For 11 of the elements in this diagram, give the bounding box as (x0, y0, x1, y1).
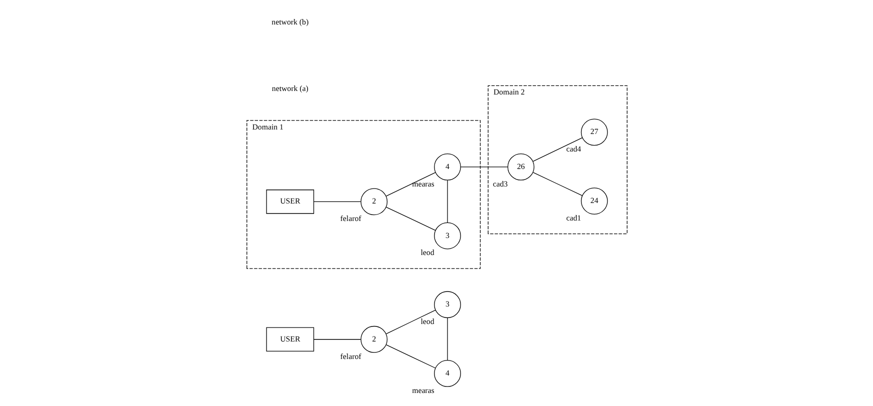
connector (385, 310, 436, 334)
connector (460, 166, 508, 168)
connector (532, 172, 582, 196)
connector (385, 172, 436, 196)
connector (312, 201, 361, 202)
connector (446, 318, 448, 361)
connector (312, 339, 361, 340)
connector (385, 206, 436, 231)
connector (385, 344, 436, 368)
connector (446, 180, 448, 223)
connector (532, 137, 582, 162)
